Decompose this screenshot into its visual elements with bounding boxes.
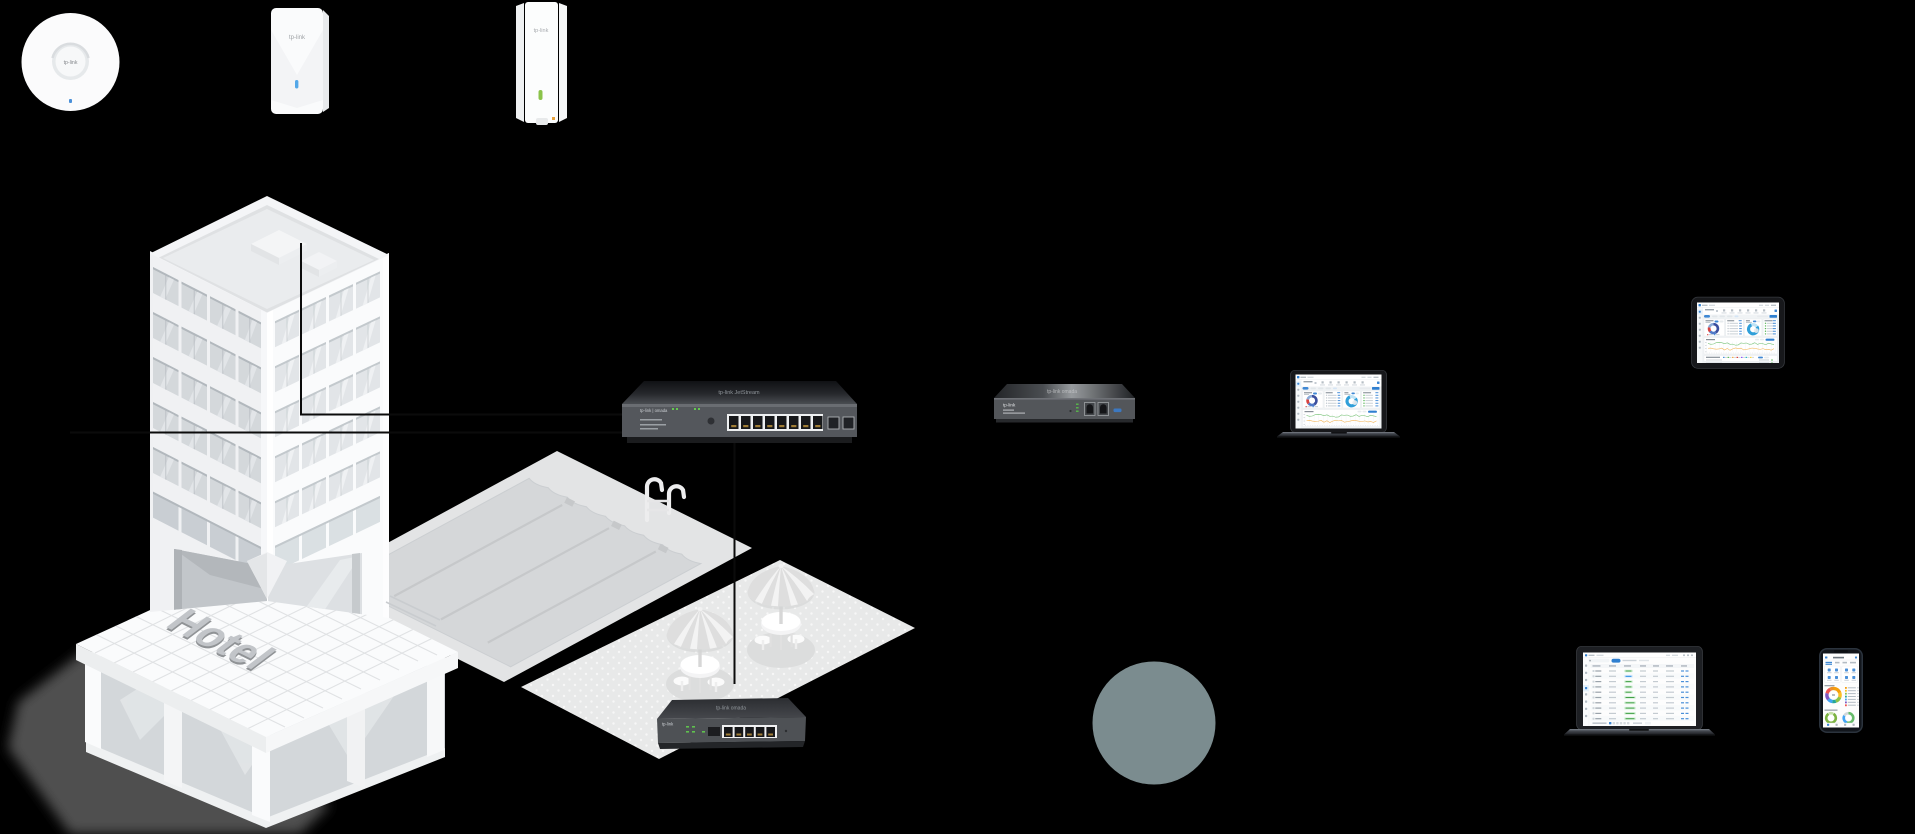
svg-text:tp-link: tp-link — [1003, 403, 1016, 408]
svg-text:tp-link JetStream: tp-link JetStream — [718, 390, 760, 396]
svg-text:tp-link: tp-link — [662, 722, 674, 727]
svg-text:tp-link omada: tp-link omada — [1047, 389, 1077, 395]
svg-text:tp-link: tp-link — [534, 28, 549, 34]
svg-text:tp-link | omada: tp-link | omada — [640, 408, 668, 413]
svg-text:tp-link omada: tp-link omada — [716, 706, 746, 712]
svg-text:tp-link: tp-link — [289, 35, 306, 41]
svg-text:tp-link: tp-link — [64, 60, 78, 66]
